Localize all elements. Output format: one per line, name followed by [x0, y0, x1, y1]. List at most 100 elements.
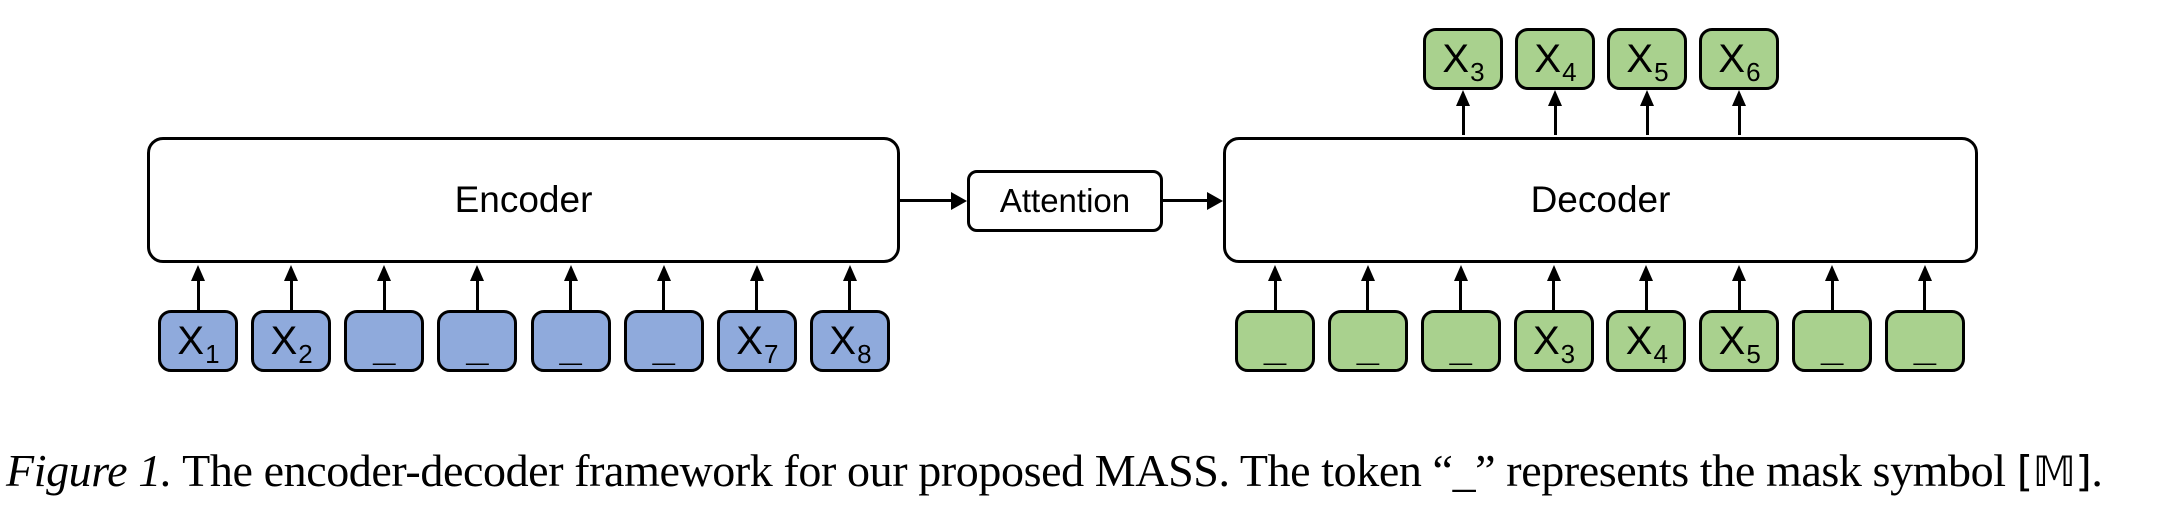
up-arrow [1453, 265, 1468, 310]
token-cell: _ [344, 265, 425, 372]
token-label: X [1718, 37, 1746, 81]
up-arrow [1732, 265, 1747, 310]
up-arrow [1548, 90, 1562, 135]
up-arrowhead-icon [749, 265, 764, 281]
up-arrow [1917, 265, 1932, 310]
mask-token-box: _ [1792, 310, 1873, 372]
mask-token-box: _ [1235, 310, 1315, 372]
mask-token-box: _ [623, 310, 704, 372]
figure-caption: Figure 1. The encoder-decoder framework … [6, 444, 2166, 497]
token-label: X [1534, 37, 1562, 81]
mask-token-box: _ [1327, 310, 1408, 372]
token-label: X [1625, 319, 1653, 363]
arrow-shaft [289, 281, 293, 310]
up-arrowhead-icon [1640, 90, 1654, 106]
token-label: X [177, 319, 205, 363]
token-subscript: 3 [1470, 57, 1485, 87]
arrow-shaft [569, 281, 573, 310]
up-arrowhead-icon [1732, 90, 1746, 106]
up-arrow [1546, 265, 1561, 310]
figure-caption-period: . [2091, 445, 2103, 496]
attention-label: Attention [999, 182, 1131, 219]
token-subscript: 8 [857, 339, 872, 369]
up-arrowhead-icon [656, 265, 671, 281]
token-subscript: 2 [298, 339, 313, 369]
up-arrowhead-icon [1825, 265, 1840, 281]
up-arrowhead-icon [377, 265, 392, 281]
mask-token-box: _ [344, 310, 425, 372]
mask-symbol-glyph: [𝕄] [2016, 447, 2092, 496]
token-subscript: 3 [1560, 339, 1576, 369]
mask-token-label: _ [1356, 325, 1379, 369]
token-cell: _ [437, 265, 518, 372]
right-arrowhead-icon [951, 191, 967, 210]
up-arrow [749, 265, 764, 310]
up-arrowhead-icon [191, 265, 205, 281]
mask-token-label: _ [652, 325, 675, 369]
token-label: X [1626, 37, 1654, 81]
arrow-shaft [1461, 106, 1465, 135]
arrow-shaft [1552, 281, 1556, 310]
up-arrow [656, 265, 671, 310]
arrow-shaft [1644, 281, 1648, 310]
token-cell: _ [1420, 265, 1501, 372]
arrow-shaft [848, 281, 852, 310]
arrow-shaft [1645, 106, 1649, 135]
arrow-shaft [475, 281, 479, 310]
arrow-shaft [196, 281, 200, 310]
up-arrowhead-icon [1548, 90, 1562, 106]
arrow-shaft [1366, 281, 1370, 310]
up-arrowhead-icon [563, 265, 578, 281]
arrow-shaft [755, 281, 759, 310]
up-arrowhead-icon [1456, 90, 1470, 106]
up-arrowhead-icon [1732, 265, 1747, 281]
mask-token-box: _ [1420, 310, 1501, 372]
decoder-label: Decoder [1530, 179, 1671, 220]
token-subscript: 4 [1653, 339, 1668, 369]
up-arrow [284, 265, 299, 310]
arrow-shaft [382, 281, 386, 310]
token-label: X [1718, 319, 1746, 363]
token-cell: _ [1235, 265, 1315, 372]
up-arrow [1639, 265, 1654, 310]
token-cell: _ [623, 265, 704, 372]
up-arrow [1732, 90, 1746, 135]
arrow-shaft [1830, 281, 1834, 310]
token-subscript: 5 [1746, 339, 1761, 369]
token-cell: _ [1327, 265, 1408, 372]
attention-box: Attention [967, 170, 1163, 232]
up-arrow [377, 265, 392, 310]
mask-token-label: _ [1263, 325, 1287, 369]
up-arrowhead-icon [470, 265, 485, 281]
arrow-shaft [1553, 106, 1557, 135]
token-cell: _ [530, 265, 611, 372]
up-arrow [1825, 265, 1840, 310]
up-arrowhead-icon [842, 265, 857, 281]
mask-token-box: _ [530, 310, 611, 372]
up-arrow [470, 265, 485, 310]
up-arrowhead-icon [1639, 265, 1654, 281]
token-label: X [1532, 319, 1560, 363]
up-arrowhead-icon [1546, 265, 1561, 281]
arrow-shaft [1737, 281, 1741, 310]
up-arrow [1268, 265, 1282, 310]
token-label: X [829, 319, 857, 363]
